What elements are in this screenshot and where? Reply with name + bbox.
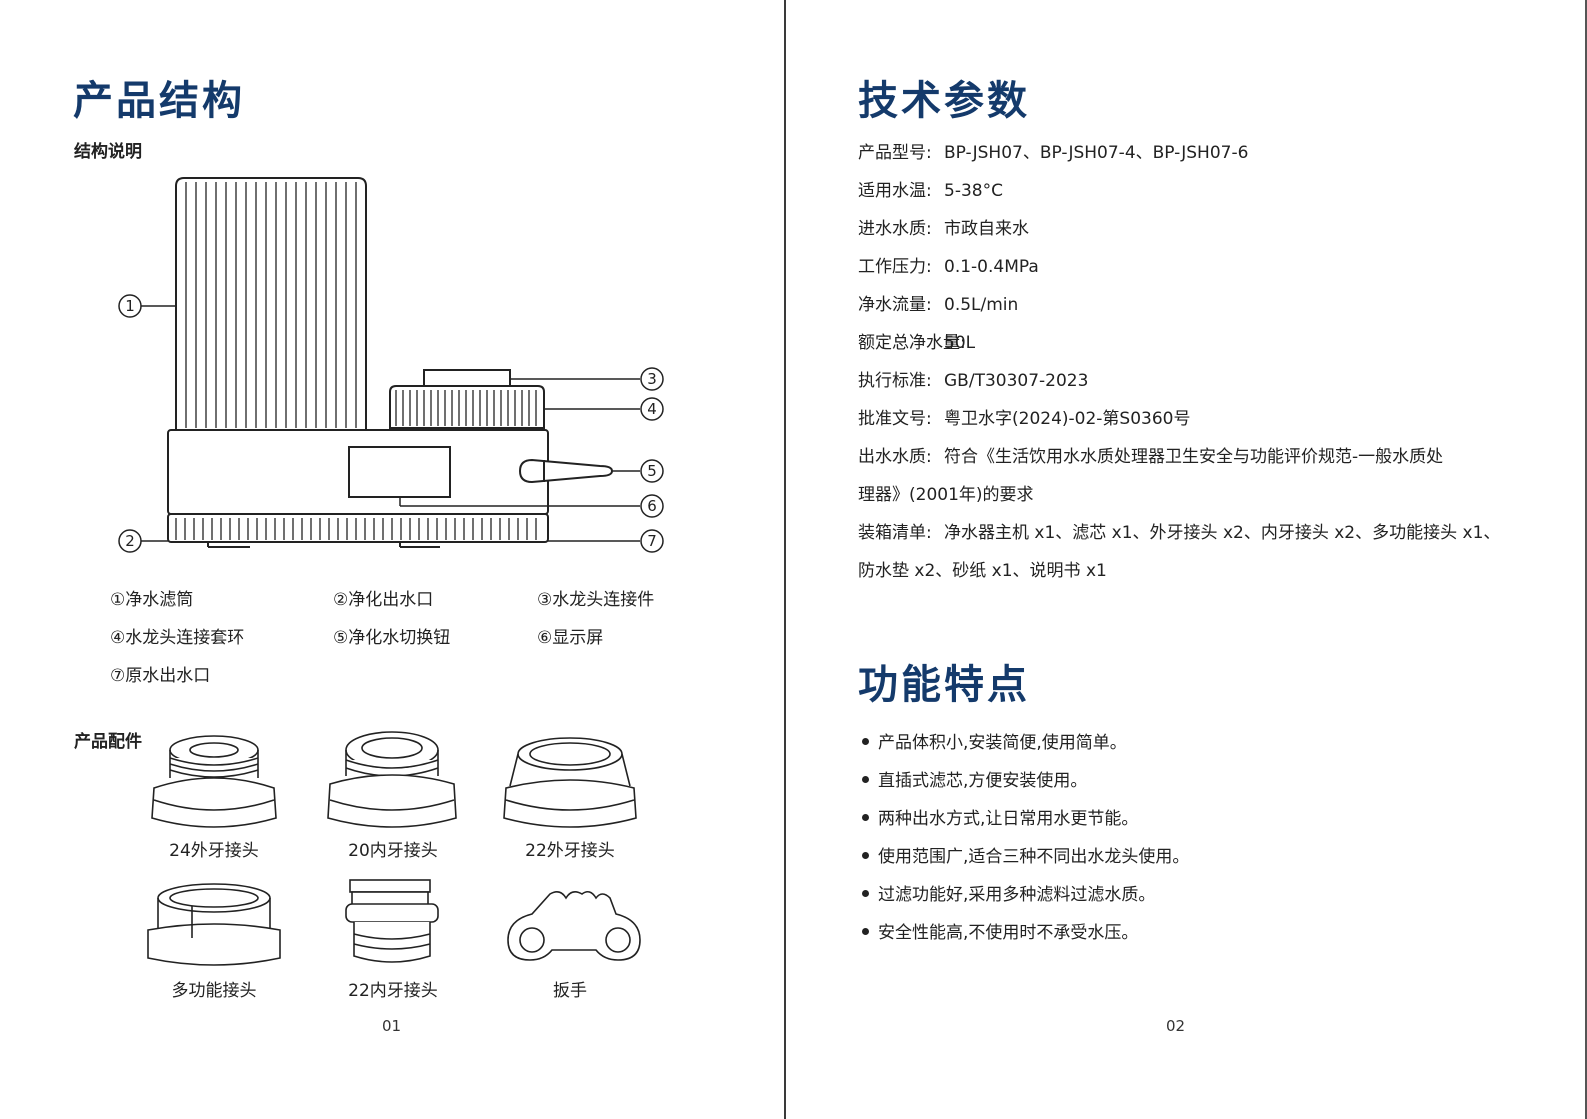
- bullet-icon: [862, 852, 869, 859]
- callout-1: 1: [125, 297, 135, 315]
- legend-item-5: ⑤净化水切换钮: [333, 628, 451, 648]
- bullet-icon: [862, 776, 869, 783]
- page-left: 产品结构 结构说明: [0, 0, 784, 1119]
- accessory-multi-function-shape: [147, 883, 281, 966]
- spec-row-flow: 净水流量:0.5L/min: [858, 295, 1019, 315]
- bullet-icon: [862, 890, 869, 897]
- accessory-label-20-inner: 20内牙接头: [348, 841, 438, 861]
- bullet-icon: [862, 738, 869, 745]
- accessory-22-outer-thread-shape: [503, 737, 637, 828]
- display-screen-shape: [348, 446, 451, 498]
- accessory-22-inner-thread-shape: [345, 879, 439, 963]
- callout-6: 6: [647, 497, 657, 515]
- feature-item-4: 使用范围广,适合三种不同出水龙头使用。: [862, 842, 1189, 867]
- spec-row-package: 装箱清单:净水器主机 x1、滤芯 x1、外牙接头 x2、内牙接头 x2、多功能接…: [858, 523, 1501, 543]
- switch-knob-shape: [518, 458, 614, 484]
- feature-item-2: 直插式滤芯,方便安装使用。: [862, 766, 1087, 791]
- filter-cartridge-shape: [175, 177, 367, 431]
- accessory-label-multi-function: 多功能接头: [171, 981, 257, 1001]
- accessory-wrench-shape: [507, 890, 641, 961]
- spec-row-temperature: 适用水温:5-38°C: [858, 181, 1003, 201]
- spec-row-outlet-water-cont: 理器》(2001年)的要求: [858, 485, 1034, 505]
- bullet-icon: [862, 814, 869, 821]
- accessory-label-24-outer: 24外牙接头: [169, 841, 259, 861]
- features-title: 功能特点: [858, 662, 1030, 708]
- accessory-20-inner-thread-shape: [327, 731, 457, 828]
- legend-item-6: ⑥显示屏: [537, 628, 604, 648]
- spec-row-outlet-water: 出水水质:符合《生活饮用水水质处理器卫生安全与功能评价规范-一般水质处: [858, 447, 1444, 467]
- book-spine: [784, 0, 786, 1119]
- callout-3: 3: [647, 370, 657, 388]
- page-title-structure: 产品结构: [73, 78, 245, 124]
- spec-row-pressure: 工作压力:0.1-0.4MPa: [858, 257, 1039, 277]
- feature-item-3: 两种出水方式,让日常用水更节能。: [862, 804, 1138, 829]
- feature-item-6: 安全性能高,不使用时不承受水压。: [862, 918, 1138, 943]
- feature-item-1: 产品体积小,安装简便,使用简单。: [862, 728, 1127, 753]
- accessory-label-22-inner: 22内牙接头: [348, 981, 438, 1001]
- page-number-right: 02: [1166, 1017, 1186, 1035]
- accessory-24-outer-thread-shape: [151, 735, 277, 828]
- legend-item-4: ④水龙头连接套环: [110, 628, 245, 648]
- bullet-icon: [862, 928, 869, 935]
- right-border: [1585, 0, 1587, 1119]
- callout-4: 4: [647, 400, 657, 418]
- page-right: 技术参数 产品型号:BP-JSH07、BP-JSH07-4、BP-JSH07-6…: [786, 0, 1587, 1119]
- structure-heading: 结构说明: [74, 142, 142, 162]
- accessory-label-22-outer: 22外牙接头: [525, 841, 615, 861]
- product-structure-diagram: 1 2 3 4 5 6 7: [118, 177, 664, 553]
- legend-item-2: ②净化出水口: [333, 590, 434, 610]
- spec-row-approval: 批准文号:粤卫水字(2024)-02-第S0360号: [858, 409, 1191, 429]
- callout-7: 7: [647, 532, 657, 550]
- accessories-illustration: [147, 731, 641, 966]
- spec-row-standard: 执行标准:GB/T30307-2023: [858, 371, 1089, 391]
- spec-row-model: 产品型号:BP-JSH07、BP-JSH07-4、BP-JSH07-6: [858, 143, 1249, 163]
- legend-item-3: ③水龙头连接件: [537, 590, 655, 610]
- bottom-ring-shape: [167, 513, 549, 543]
- callout-5: 5: [647, 462, 657, 480]
- feature-item-5: 过滤功能好,采用多种滤料过滤水质。: [862, 880, 1155, 905]
- page-number-left: 01: [382, 1017, 402, 1035]
- legend-item-1: ①净水滤筒: [110, 590, 194, 610]
- collar-ring-shape: [389, 385, 545, 429]
- accessories-heading: 产品配件: [74, 732, 142, 752]
- callout-2: 2: [125, 532, 135, 550]
- page-title-specs: 技术参数: [858, 78, 1030, 124]
- legend-item-7: ⑦原水出水口: [110, 666, 211, 686]
- spec-row-package-cont: 防水垫 x2、砂纸 x1、说明书 x1: [858, 561, 1107, 581]
- spec-row-capacity: 额定总净水量:50L: [858, 333, 976, 353]
- spec-row-inlet-water: 进水水质:市政自来水: [858, 219, 1029, 239]
- accessory-label-wrench: 扳手: [553, 981, 587, 1001]
